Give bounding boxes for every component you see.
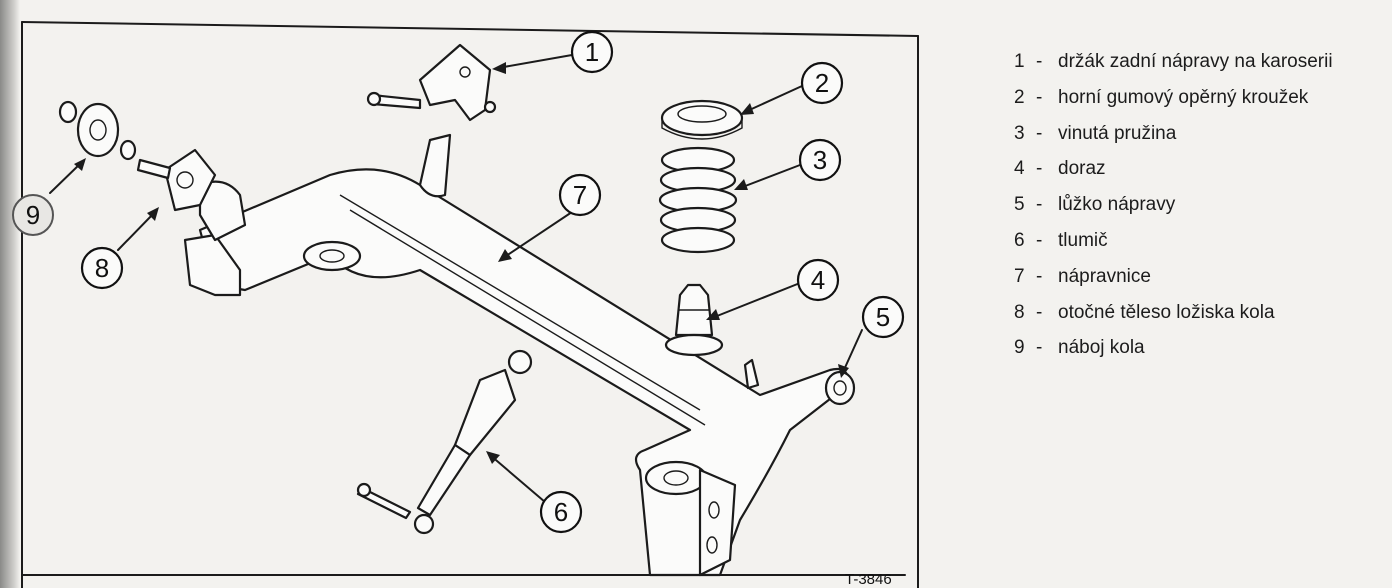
legend-item: 9-náboj kola — [1014, 337, 1145, 359]
legend-item: 1-držák zadní nápravy na karoserii — [1014, 51, 1333, 72]
callout-9: 9 — [12, 194, 54, 236]
wheel-hub — [58, 100, 137, 161]
callout-1: 1 — [570, 30, 614, 74]
callout-4: 4 — [796, 258, 840, 302]
svg-text:6: 6 — [554, 497, 568, 527]
svg-text:5: 5 — [876, 302, 890, 332]
figure-code: T-3846 — [845, 571, 892, 588]
leader-lines — [49, 54, 863, 503]
svg-text:1: 1 — [585, 37, 599, 67]
callout-2: 2 — [800, 61, 844, 105]
svg-text:3: 3 — [813, 145, 827, 175]
parts-legend: 1-držák zadní nápravy na karoserii 2-hor… — [1014, 44, 1392, 366]
legend-item: 3-vinutá pružina — [1014, 122, 1177, 144]
legend-item: 5-lůžko nápravy — [1014, 194, 1176, 216]
bump-stop — [664, 283, 724, 357]
callout-8: 8 — [80, 246, 124, 290]
svg-text:7: 7 — [573, 180, 587, 210]
legend-item: 4-doraz — [1014, 158, 1106, 180]
diagram-frame — [21, 21, 919, 588]
legend-item: 7-nápravnice — [1014, 265, 1151, 287]
wheel-bearing-housing — [136, 148, 217, 212]
svg-text:2: 2 — [815, 68, 829, 98]
body-mount-bracket — [366, 43, 497, 122]
callout-6: 6 — [539, 490, 583, 534]
callout-7: 7 — [558, 173, 602, 217]
svg-text:4: 4 — [811, 265, 825, 295]
coil-spring — [658, 146, 738, 254]
legend-item: 6-tlumič — [1014, 229, 1108, 251]
page-edge-shadow — [0, 0, 20, 588]
shock-absorber — [356, 349, 533, 535]
legend-item: 2-horní gumový opěrný kroužek — [1014, 86, 1309, 108]
callout-3: 3 — [798, 138, 842, 182]
upper-rubber-ring — [660, 99, 744, 140]
callout-5: 5 — [861, 295, 905, 339]
axle-beam — [183, 133, 856, 577]
svg-text:8: 8 — [95, 253, 109, 283]
legend-item: 8-otočné těleso ložiska kola — [1014, 301, 1275, 323]
svg-text:9: 9 — [26, 200, 40, 230]
